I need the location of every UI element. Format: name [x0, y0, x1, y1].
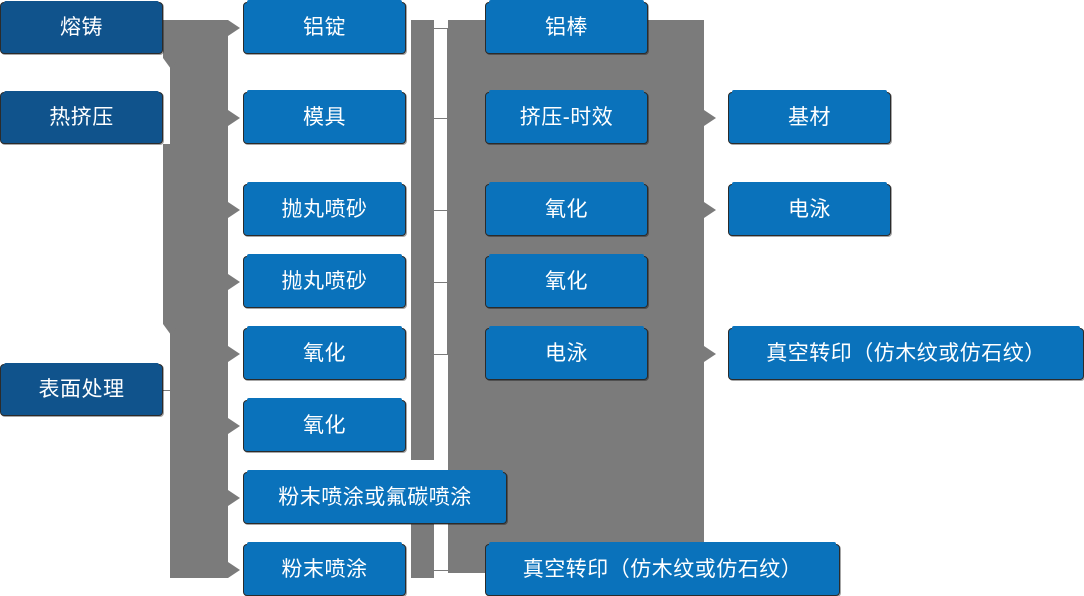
node-powder-coating[interactable]: 粉末喷涂 — [243, 542, 406, 596]
connector-arrow-to-shot-blast-2 — [228, 274, 240, 290]
connector-line-mid-6 — [434, 570, 448, 571]
node-shot-blast-2[interactable]: 抛丸喷砂 — [243, 254, 406, 308]
connector-arrow-to-aluminum-ingot — [228, 20, 240, 36]
stage-hot-extrusion[interactable]: 热挤压 — [0, 91, 163, 144]
node-shot-blast-1-label: 抛丸喷砂 — [281, 197, 368, 221]
stage-surface-treatment[interactable]: 表面处理 — [0, 363, 163, 416]
node-aluminum-bar-label: 铝棒 — [545, 15, 588, 39]
stage-surface-treatment-label: 表面处理 — [38, 377, 125, 401]
node-electrophoresis-1[interactable]: 电泳 — [485, 326, 648, 380]
stage-melt-cast-label: 熔铸 — [60, 15, 103, 39]
connector-line-surface-treatment — [163, 390, 177, 391]
connector-line-mid-3 — [434, 210, 448, 211]
node-oxidation-4-label: 氧化 — [545, 269, 588, 293]
node-powder-or-pvdf[interactable]: 粉末喷涂或氟碳喷涂 — [243, 470, 507, 524]
connector-trunk-left — [170, 20, 228, 578]
node-aluminum-bar[interactable]: 铝棒 — [485, 0, 648, 54]
connector-line-mid-1 — [434, 28, 448, 29]
connector-line-mid-2 — [434, 118, 448, 119]
connector-arrow-down-hot-extrusion — [163, 58, 179, 69]
node-aluminum-ingot-label: 铝锭 — [303, 15, 346, 39]
node-oxidation-2-label: 氧化 — [303, 413, 346, 437]
connector-stage-stub-top — [163, 20, 175, 58]
node-electrophoresis-1-label: 电泳 — [545, 341, 588, 365]
node-electrophoresis-2[interactable]: 电泳 — [728, 182, 891, 236]
node-oxidation-2[interactable]: 氧化 — [243, 398, 406, 452]
node-shot-blast-1[interactable]: 抛丸喷砂 — [243, 182, 406, 236]
node-aluminum-ingot[interactable]: 铝锭 — [243, 0, 406, 54]
connector-arrow-to-vacuum-transfer-2 — [704, 346, 716, 362]
node-vacuum-transfer-1-label: 真空转印（仿木纹或仿石纹） — [522, 557, 803, 581]
connector-trunk-mid-upper — [411, 20, 434, 460]
connector-arrow-to-powder-coating — [228, 562, 240, 578]
connector-stage-stub-mid — [163, 144, 175, 324]
node-oxidation-3-label: 氧化 — [545, 197, 588, 221]
stage-hot-extrusion-label: 热挤压 — [49, 105, 114, 129]
connector-line-mid-spine — [447, 28, 448, 354]
connector-arrow-to-substrate — [704, 110, 716, 126]
node-substrate-label: 基材 — [788, 105, 831, 129]
node-vacuum-transfer-2-label: 真空转印（仿木纹或仿石纹） — [766, 341, 1046, 365]
connector-arrow-to-oxidation-1 — [228, 346, 240, 362]
node-extrusion-aging[interactable]: 挤压-时效 — [485, 90, 648, 144]
node-vacuum-transfer-1[interactable]: 真空转印（仿木纹或仿石纹） — [485, 542, 840, 596]
node-electrophoresis-2-label: 电泳 — [788, 197, 831, 221]
node-shot-blast-2-label: 抛丸喷砂 — [281, 269, 368, 293]
connector-arrow-to-powder-or-pvdf — [228, 490, 240, 506]
node-powder-or-pvdf-label: 粉末喷涂或氟碳喷涂 — [278, 485, 472, 509]
node-substrate[interactable]: 基材 — [728, 90, 891, 144]
node-oxidation-3[interactable]: 氧化 — [485, 182, 648, 236]
node-vacuum-transfer-2[interactable]: 真空转印（仿木纹或仿石纹） — [728, 326, 1084, 380]
connector-arrow-to-oxidation-2 — [228, 418, 240, 434]
connector-arrow-to-electrophoresis-2 — [704, 202, 716, 218]
node-die[interactable]: 模具 — [243, 90, 406, 144]
stage-melt-cast[interactable]: 熔铸 — [0, 1, 163, 54]
connector-arrow-to-die — [228, 110, 240, 126]
node-oxidation-1-label: 氧化 — [303, 341, 346, 365]
node-oxidation-1[interactable]: 氧化 — [243, 326, 406, 380]
node-die-label: 模具 — [303, 105, 346, 129]
node-oxidation-4[interactable]: 氧化 — [485, 254, 648, 308]
connector-arrow-to-shot-blast-1 — [228, 202, 240, 218]
node-extrusion-aging-label: 挤压-时效 — [519, 105, 614, 129]
node-powder-coating-label: 粉末喷涂 — [281, 557, 368, 581]
connector-line-mid-5 — [434, 354, 448, 355]
connector-arrow-down-surface-treatment — [163, 324, 179, 335]
connector-line-mid-4 — [434, 282, 448, 283]
